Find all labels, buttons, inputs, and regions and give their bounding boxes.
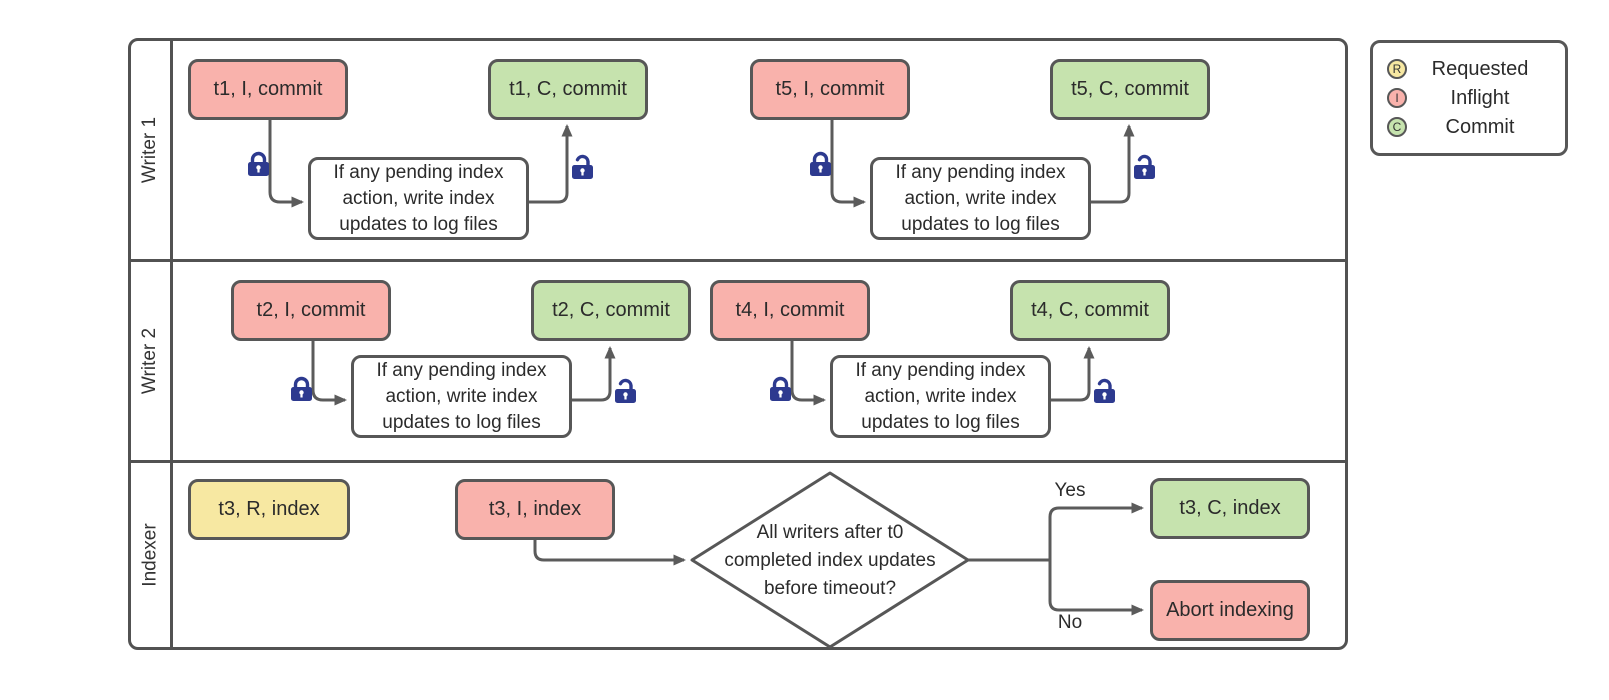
legend-label: Commit <box>1445 115 1515 138</box>
lane-writer-2: Writer 2 <box>131 259 1345 460</box>
node-t5-inflight: t5, I, commit <box>750 59 910 120</box>
node-t5-commit: t5, C, commit <box>1050 59 1210 120</box>
node-t1-commit: t1, C, commit <box>488 59 648 120</box>
pending-index-note: If any pending index action, write index… <box>870 157 1091 240</box>
decision-text: All writers after t0 completed index upd… <box>724 522 936 599</box>
node-t3-inflight: t3, I, index <box>455 479 615 540</box>
legend-item-inflight: I Inflight <box>1387 87 1553 110</box>
lane-indexer: Indexer <box>131 460 1345 647</box>
legend-item-requested: R Requested <box>1387 58 1553 81</box>
lane-label-cell: Writer 1 <box>131 41 173 259</box>
lane-label-cell: Indexer <box>131 463 173 647</box>
pending-index-note: If any pending index action, write index… <box>830 355 1051 438</box>
inflight-swatch-icon: I <box>1387 88 1407 108</box>
legend-item-commit: C Commit <box>1387 116 1553 139</box>
node-t3-commit: t3, C, index <box>1150 478 1310 539</box>
node-t3-requested: t3, R, index <box>188 479 350 540</box>
pending-index-note: If any pending index action, write index… <box>351 355 572 438</box>
yes-label: Yes <box>1054 480 1086 501</box>
node-t4-inflight: t4, I, commit <box>710 280 870 341</box>
node-t2-inflight: t2, I, commit <box>231 280 391 341</box>
lane-label-cell: Writer 2 <box>131 262 173 460</box>
node-t2-commit: t2, C, commit <box>531 280 691 341</box>
lane-writer-1: Writer 1 <box>131 41 1345 259</box>
legend-label: Inflight <box>1450 86 1510 109</box>
pending-index-note: If any pending index action, write index… <box>308 157 529 240</box>
commit-swatch-icon: C <box>1387 117 1407 137</box>
node-t1-inflight: t1, I, commit <box>188 59 348 120</box>
legend: R Requested I Inflight C Commit <box>1370 40 1568 156</box>
node-abort-indexing: Abort indexing <box>1150 580 1310 641</box>
node-t4-commit: t4, C, commit <box>1010 280 1170 341</box>
legend-label: Requested <box>1431 57 1529 80</box>
lane-label: Writer 2 <box>139 327 161 395</box>
requested-swatch-icon: R <box>1387 59 1407 79</box>
lane-label: Writer 1 <box>139 116 161 184</box>
no-label: No <box>1057 612 1083 633</box>
lane-label: Indexer <box>139 523 161 587</box>
